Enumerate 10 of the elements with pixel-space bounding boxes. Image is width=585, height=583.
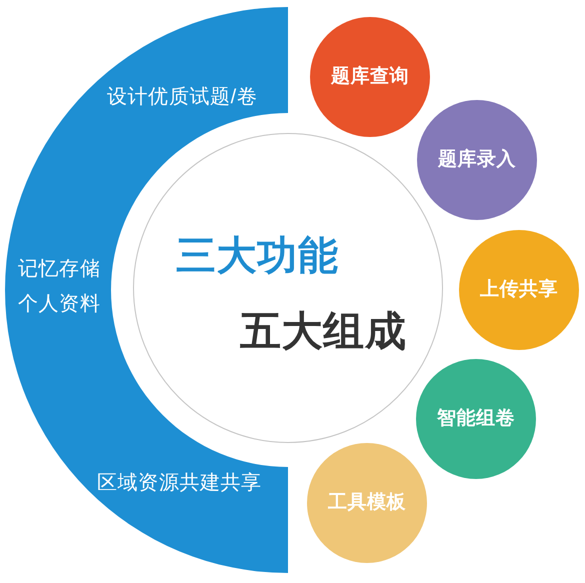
circle-label: 智能组卷: [437, 408, 515, 430]
circle-label: 上传共享: [480, 279, 558, 301]
center-subtitle: 五大组成: [240, 308, 406, 354]
band-label: 区域资源共建共享: [97, 472, 262, 494]
band-label: 设计优质试题/卷: [107, 86, 258, 108]
circle-label: 题库录入: [438, 149, 516, 171]
circle-label: 工具模板: [328, 492, 406, 514]
circle-label: 题库查询: [331, 66, 409, 88]
center-title: 三大功能: [176, 233, 338, 279]
band-label: 记忆存储个人资料: [18, 257, 102, 317]
